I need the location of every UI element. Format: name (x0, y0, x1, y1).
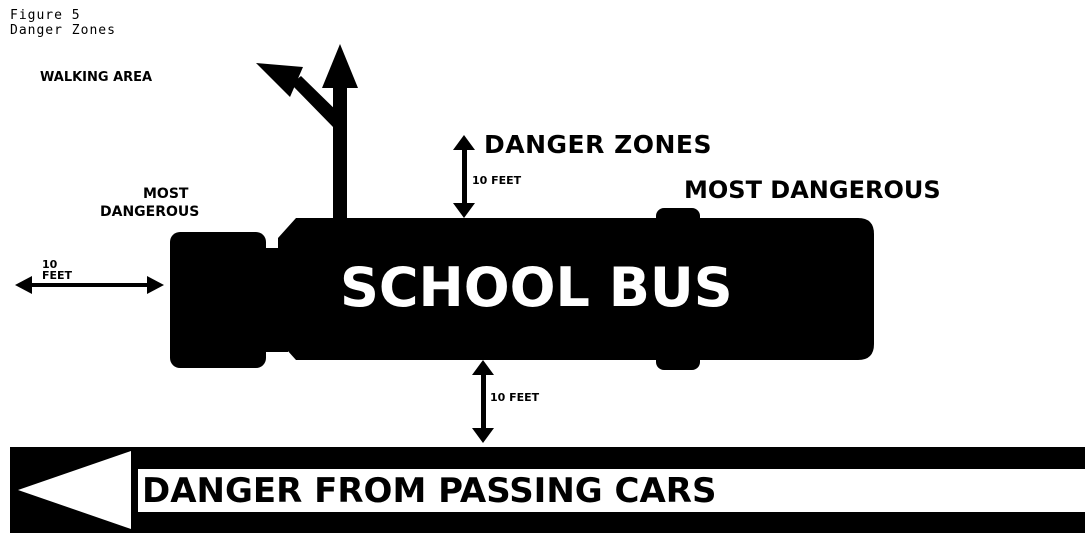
walking-arrow-head-diagonal (256, 63, 303, 97)
banner-bottom-bar (10, 512, 1085, 533)
danger-zones-label: DANGER ZONES (484, 130, 712, 159)
banner-top-bar (10, 447, 1085, 469)
bus-rear-bump-top (656, 208, 700, 228)
bus-rear-bump-bottom (656, 352, 700, 370)
front-ten-feet-label-line2: FEET (42, 270, 72, 281)
passing-cars-label: DANGER FROM PASSING CARS (142, 471, 716, 511)
front-ten-feet-arrow-head-right (147, 276, 164, 294)
walking-arrow-stem (333, 82, 347, 222)
most-dangerous-rear-label: MOST DANGEROUS (684, 176, 941, 204)
top-ten-feet-label: 10 FEET (472, 174, 521, 187)
bottom-ten-feet-label: 10 FEET (490, 391, 539, 404)
most-dangerous-front-label-line1: MOST (143, 186, 188, 202)
top-ten-feet-arrow-head-down (453, 203, 475, 218)
top-ten-feet-arrow-head-up (453, 135, 475, 150)
top-ten-feet-arrow-shaft (462, 146, 467, 204)
bottom-ten-feet-arrow-shaft (481, 370, 486, 434)
figure-number: Figure 5 (10, 9, 81, 23)
most-dangerous-front-label-line2: DANGEROUS (100, 204, 199, 220)
walking-arrow-head-up (322, 44, 358, 88)
walking-area-label: WALKING AREA (40, 70, 152, 85)
figure-title: Danger Zones (10, 24, 116, 38)
bus-front-cab (170, 232, 266, 368)
school-bus-label: SCHOOL BUS (340, 257, 733, 319)
bottom-ten-feet-arrow-head-up (472, 360, 494, 375)
bottom-ten-feet-arrow-head-down (472, 428, 494, 443)
front-ten-feet-arrow-shaft (26, 283, 154, 287)
front-ten-feet-arrow-head-left (15, 276, 32, 294)
